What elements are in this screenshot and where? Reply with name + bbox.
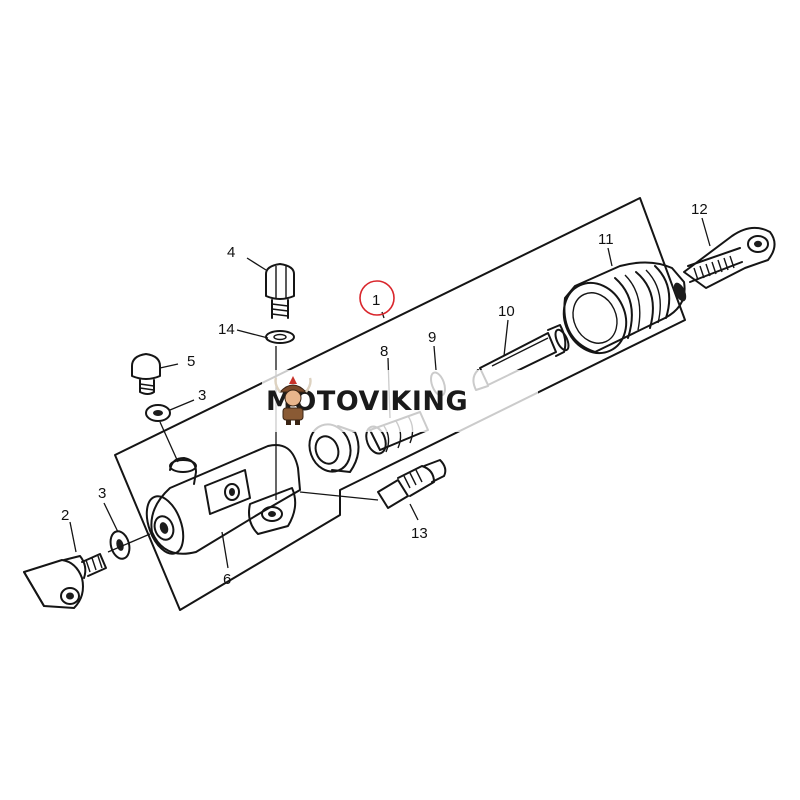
assembly-boundary [114,197,686,611]
callout-3-top: 3 [198,387,206,404]
bleed-axis-line [159,421,179,463]
callout-14: 14 [218,321,235,338]
callout-5: 5 [187,353,195,370]
callout-8: 8 [380,343,388,360]
nipple-lead-line [299,491,379,501]
brand-watermark: MOTOVIKING [262,370,538,432]
part-13-bleed-nipple [377,459,447,509]
callout-6: 6 [223,571,231,588]
callout-2: 2 [61,507,69,524]
inlet-axis-line [107,533,151,553]
callout-12: 12 [691,201,708,218]
viking-mascot-icon [274,376,312,425]
part-6-cylinder-body [145,444,301,555]
part-2-banjo-fitting [23,553,107,609]
callout-9: 9 [428,329,436,346]
part-11-rubber-boot [562,261,687,355]
callout-4: 4 [227,244,235,261]
callout-11: 11 [598,231,614,248]
leader-lines [69,217,711,569]
part-14-lock-washer [265,330,295,344]
part-5-bleed-screw [131,353,161,395]
callout-1-ring [359,280,395,316]
part-4-mounting-bolt [265,263,295,319]
part-12-clevis-rod-end [683,226,776,289]
callout-1: 1 [372,292,380,309]
part-3-sealing-washer-top [145,404,171,422]
callout-13: 13 [411,525,428,542]
callout-10: 10 [498,303,515,320]
part-3-sealing-washer-bottom [109,530,131,560]
callout-3-bottom: 3 [98,485,106,502]
